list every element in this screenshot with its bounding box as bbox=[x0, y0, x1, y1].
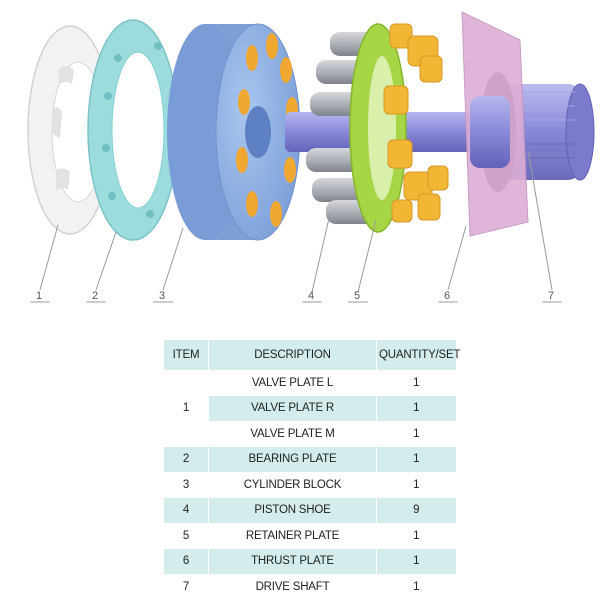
description-cell: PISTON SHOE bbox=[208, 497, 377, 524]
drive-shaft-front bbox=[470, 96, 510, 168]
table-row: 1 VALVE PLATE L 1 bbox=[163, 370, 456, 447]
parts-list-table: ITEM DESCRIPTION QUANTITY/SET 1 VALVE PL… bbox=[163, 340, 461, 600]
item-cell: 6 bbox=[163, 548, 209, 575]
header-item: ITEM bbox=[163, 340, 209, 371]
item-cell: 7 bbox=[163, 574, 209, 600]
item-cell: 2 bbox=[163, 446, 209, 473]
callout-numbers: 1 2 3 4 5 6 7 bbox=[36, 290, 554, 302]
item-cell: 1 bbox=[163, 370, 209, 447]
quantity-cell: 1 bbox=[376, 574, 456, 600]
header-description: DESCRIPTION bbox=[208, 340, 377, 371]
description-cell: DRIVE SHAFT bbox=[208, 574, 377, 600]
quantity-cell: 1 bbox=[376, 523, 456, 549]
table-row: 7 DRIVE SHAFT 1 bbox=[163, 574, 456, 600]
callout-6: 6 bbox=[444, 290, 450, 302]
table-row: 3 CYLINDER BLOCK 1 bbox=[163, 472, 456, 498]
bearing-plate-part bbox=[87, 19, 179, 241]
quantity-cell: 1 bbox=[376, 472, 456, 498]
description-cell: VALVE PLATE M bbox=[208, 421, 377, 447]
item-cell: 4 bbox=[163, 497, 209, 524]
quantity-cell: 1 bbox=[376, 421, 456, 447]
header-quantity: QUANTITY/SET bbox=[376, 340, 461, 371]
item-cell: 5 bbox=[163, 523, 209, 549]
description-cell: BEARING PLATE bbox=[208, 446, 377, 473]
callout-5: 5 bbox=[354, 290, 360, 302]
callout-4: 4 bbox=[308, 290, 314, 302]
table-row: 5 RETAINER PLATE 1 bbox=[163, 523, 456, 549]
callout-1: 1 bbox=[36, 290, 42, 302]
quantity-cell: 1 bbox=[376, 370, 456, 396]
callout-leaders bbox=[30, 149, 562, 303]
table-row: 6 THRUST PLATE 1 bbox=[163, 548, 456, 575]
description-cell: THRUST PLATE bbox=[208, 548, 377, 575]
quantity-cell: 1 bbox=[376, 446, 456, 473]
callout-2: 2 bbox=[92, 290, 98, 302]
callout-7: 7 bbox=[548, 290, 554, 302]
item-cell: 3 bbox=[163, 472, 209, 498]
table-row: VALVE PLATE R 1 bbox=[164, 395, 456, 422]
table-header-row: ITEM DESCRIPTION QUANTITY/SET bbox=[163, 340, 461, 371]
description-cell: CYLINDER BLOCK bbox=[208, 472, 377, 498]
description-cell: RETAINER PLATE bbox=[208, 523, 377, 549]
quantity-cell: 1 bbox=[376, 395, 456, 422]
piston-shoes-part bbox=[383, 23, 449, 223]
description-cell: VALVE PLATE R bbox=[208, 395, 377, 422]
table-row: 2 BEARING PLATE 1 bbox=[163, 446, 456, 473]
callout-3: 3 bbox=[159, 290, 165, 302]
pump-exploded-view: 1 2 3 4 5 6 7 bbox=[27, 11, 595, 303]
cylinder-block-part bbox=[167, 23, 301, 241]
description-cell: VALVE PLATE L bbox=[208, 370, 377, 396]
table-row: VALVE PLATE M 1 bbox=[164, 421, 456, 447]
quantity-cell: 9 bbox=[376, 497, 456, 524]
table-row: 4 PISTON SHOE 9 bbox=[163, 497, 456, 524]
quantity-cell: 1 bbox=[376, 548, 456, 575]
